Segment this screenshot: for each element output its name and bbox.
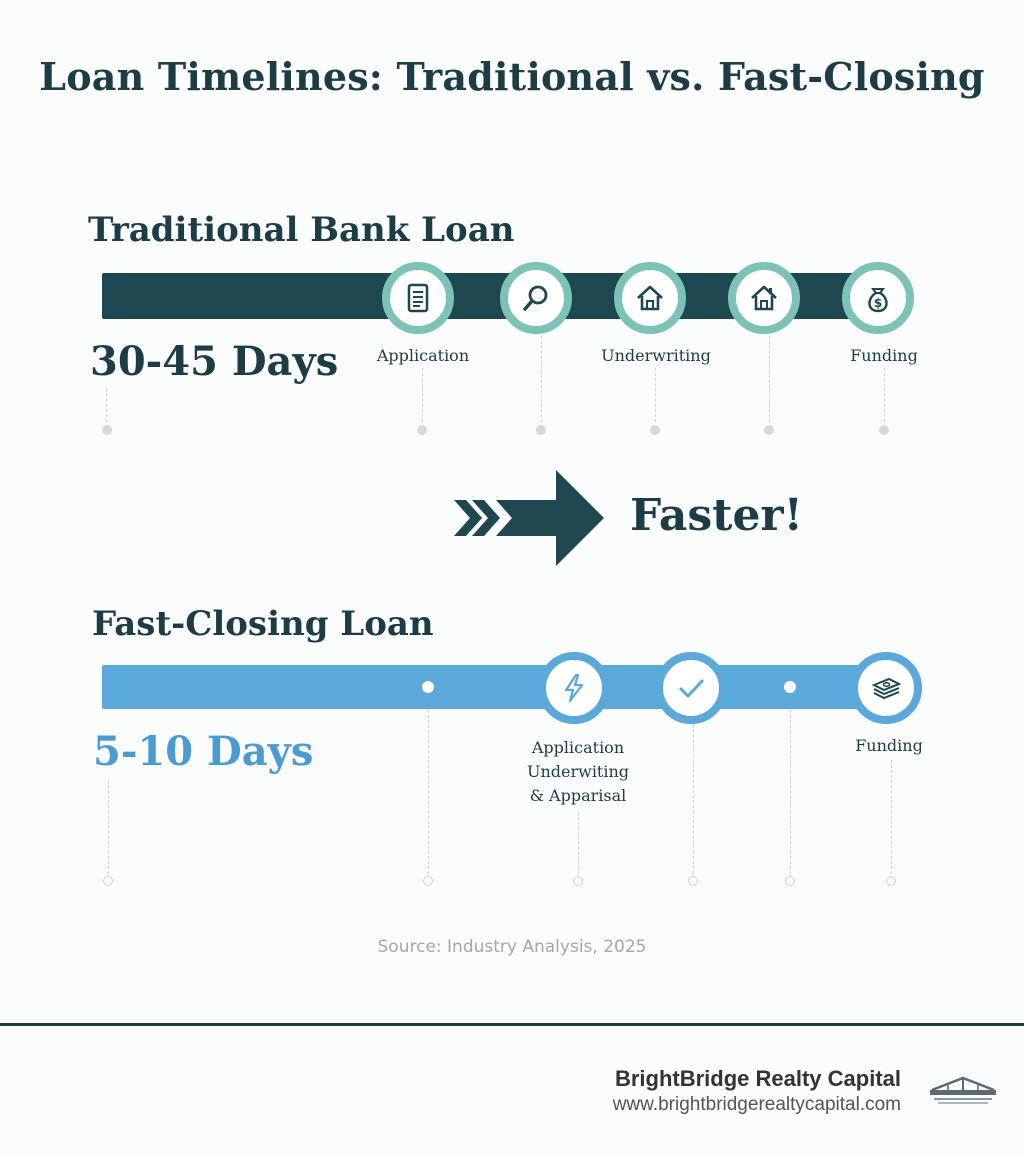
stage-label-funding: Funding [850,346,918,365]
fast-timeline-bar [102,665,872,709]
faster-callout: Faster! [630,490,803,541]
cash-stack-icon [850,652,922,724]
traditional-heading: Traditional Bank Loan [88,210,515,250]
guide-line [884,368,885,422]
timeline-dot [784,681,796,693]
magnifier-icon [500,262,572,334]
guide-line [790,710,791,874]
stage-label-application-underwriting-appraisal: Application Underwiting & Apparisal [526,738,630,805]
lightning-icon [538,652,610,724]
guide-line [655,368,656,422]
checkmark-icon [655,652,727,724]
guide-line [428,710,429,874]
house-icon [728,262,800,334]
house-icon [614,262,686,334]
guide-line [693,724,694,874]
guide-dot [423,876,433,886]
guide-dot [103,876,113,886]
fast-duration: 5-10 Days [93,728,314,775]
fast-heading: Fast-Closing Loan [92,604,434,644]
guide-dot [102,425,112,435]
document-icon [382,262,454,334]
guide-dot [536,425,546,435]
guide-dot [417,425,427,435]
guide-dot [573,876,583,886]
source-note: Source: Industry Analysis, 2025 [377,937,647,957]
guide-line [108,780,109,874]
guide-dot [879,425,889,435]
guide-line [891,760,892,874]
guide-dot [764,425,774,435]
company-name: BrightBridge Realty Capital [614,1066,901,1091]
bridge-logo-icon [930,1076,996,1104]
guide-dot [650,425,660,435]
stage-label-funding: Funding [855,736,923,755]
guide-line [541,336,542,422]
footer-divider [0,1023,1024,1026]
guide-line [578,812,579,874]
svg-text:$: $ [874,296,882,310]
stage-label-application: Application [376,346,470,365]
money-bag-icon: $ [842,262,914,334]
brand-block: BrightBridge Realty Capital www.brightbr… [613,1066,901,1116]
company-url[interactable]: www.brightbridgerealtycapital.com [612,1094,901,1115]
traditional-duration: 30-45 Days [90,338,339,385]
timeline-dot [422,681,434,693]
guide-dot [886,876,896,886]
guide-line [769,336,770,422]
stage-label-underwriting: Underwriting [601,346,711,365]
guide-line [422,368,423,422]
guide-dot [785,876,795,886]
guide-dot [688,876,698,886]
guide-line [106,388,107,422]
page-title: Loan Timelines: Traditional vs. Fast-Clo… [39,54,985,99]
arrow-icon [454,470,604,566]
